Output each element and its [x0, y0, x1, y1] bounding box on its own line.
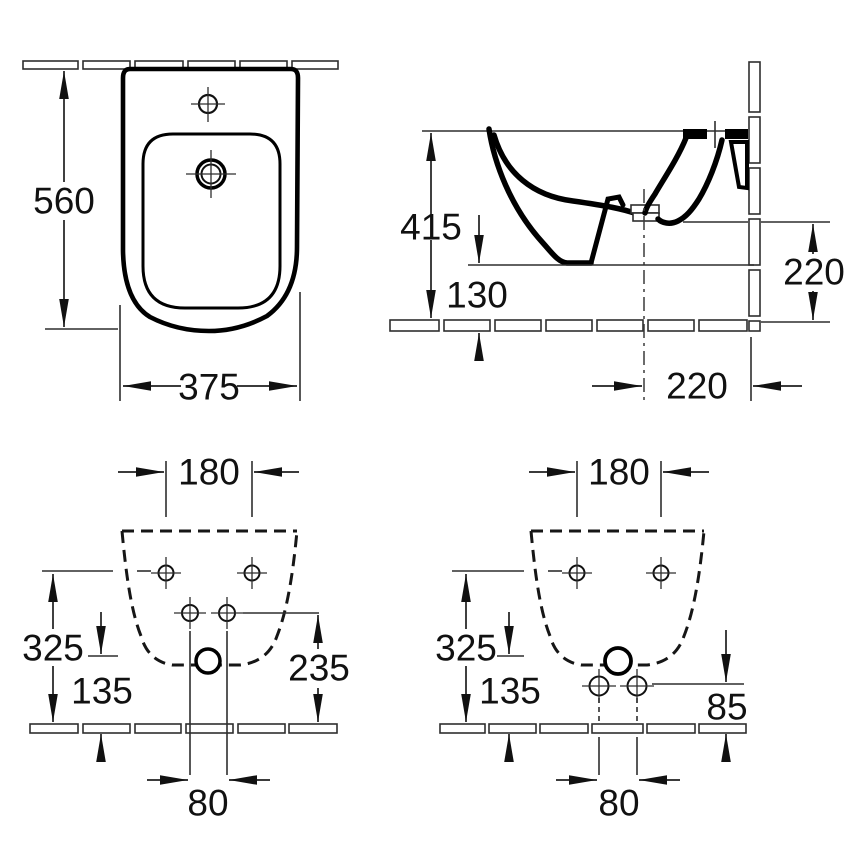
- dim-rear-b-mount-height: 325: [435, 570, 562, 722]
- floor-hatch-icon: [389, 319, 748, 332]
- dim-label-rear-a-supply-spacing: 80: [187, 783, 228, 824]
- floor-hatch-icon: [29, 723, 338, 734]
- dim-rear-a-mount-height: 325: [22, 570, 151, 722]
- dim-rear-b-drain-height: 135: [479, 612, 541, 762]
- dim-front-height: 560: [33, 71, 118, 330]
- dim-label-rear-a-mount-height: 325: [22, 628, 84, 669]
- dim-rear-b-hole-spacing: 180: [529, 452, 709, 517]
- dim-rear-a-supply-height: 235: [243, 612, 350, 722]
- fixing-hole-icon: [174, 597, 243, 629]
- dim-side-height: 415: [400, 133, 462, 318]
- dim-rear-a-drain-height: 135: [71, 612, 133, 762]
- bidet-profile: [422, 121, 830, 401]
- floor-hatch-icon: [439, 723, 747, 734]
- dim-label-rear-a-supply-height: 235: [288, 648, 350, 689]
- body-hidden-outline: [120, 529, 299, 667]
- dim-front-width: 375: [119, 292, 301, 408]
- dim-label-side-height: 415: [400, 207, 462, 248]
- front-view: 560 375: [22, 60, 339, 408]
- dim-label-rear-a-drain-height: 135: [71, 671, 133, 712]
- basin-rim-outline: [141, 132, 282, 310]
- dim-label-outlet-offset: 220: [666, 366, 728, 407]
- body-hidden-outline: [529, 529, 706, 667]
- rim-section: [683, 129, 707, 139]
- dim-label-rear-a-hole-spacing: 180: [178, 452, 240, 493]
- dim-label-rear-b-mount-height: 325: [435, 628, 497, 669]
- dim-outlet-offset: 220: [592, 366, 802, 407]
- supply-hole-icon: [582, 669, 654, 703]
- dim-label-rear-b-drain-height: 135: [479, 671, 541, 712]
- dim-label-rear-b-hole-spacing: 180: [588, 452, 650, 493]
- fixing-lug: [728, 140, 749, 191]
- dim-label-side-clearance: 130: [446, 275, 508, 316]
- tap-hole-icon: [191, 87, 225, 122]
- drain-hole-icon: [194, 647, 222, 675]
- dim-label-rear-b-supply-spacing: 80: [598, 783, 639, 824]
- dim-rear-a-hole-spacing: 180: [118, 452, 299, 517]
- drain-hole-icon: [603, 646, 633, 676]
- dim-label-front-height: 560: [33, 181, 95, 222]
- dim-label-front-width: 375: [178, 367, 240, 408]
- dim-label-outlet-height: 220: [783, 252, 845, 293]
- wall-hatch-icon: [748, 61, 761, 332]
- rear-view-a: 180 325 135 235 80: [22, 452, 350, 824]
- dim-rear-b-supply-spacing: 80: [556, 698, 680, 824]
- dim-side-clearance: 130: [446, 215, 508, 361]
- mounting-hole-icon: [562, 557, 676, 589]
- dim-outlet-height: 220: [783, 224, 845, 320]
- mounting-hole-icon: [151, 557, 267, 589]
- dim-rear-a-supply-spacing: 80: [147, 631, 270, 824]
- wall-hatch-icon: [22, 60, 339, 70]
- drain-hole-icon: [186, 150, 236, 198]
- rear-view-b: 180 325 135 85 80: [435, 452, 747, 824]
- side-view: 415 130 220 220: [389, 61, 845, 407]
- dim-rear-b-supply-height: 85: [652, 630, 748, 762]
- dim-label-rear-b-supply-height: 85: [706, 687, 747, 728]
- rim-section: [725, 129, 748, 139]
